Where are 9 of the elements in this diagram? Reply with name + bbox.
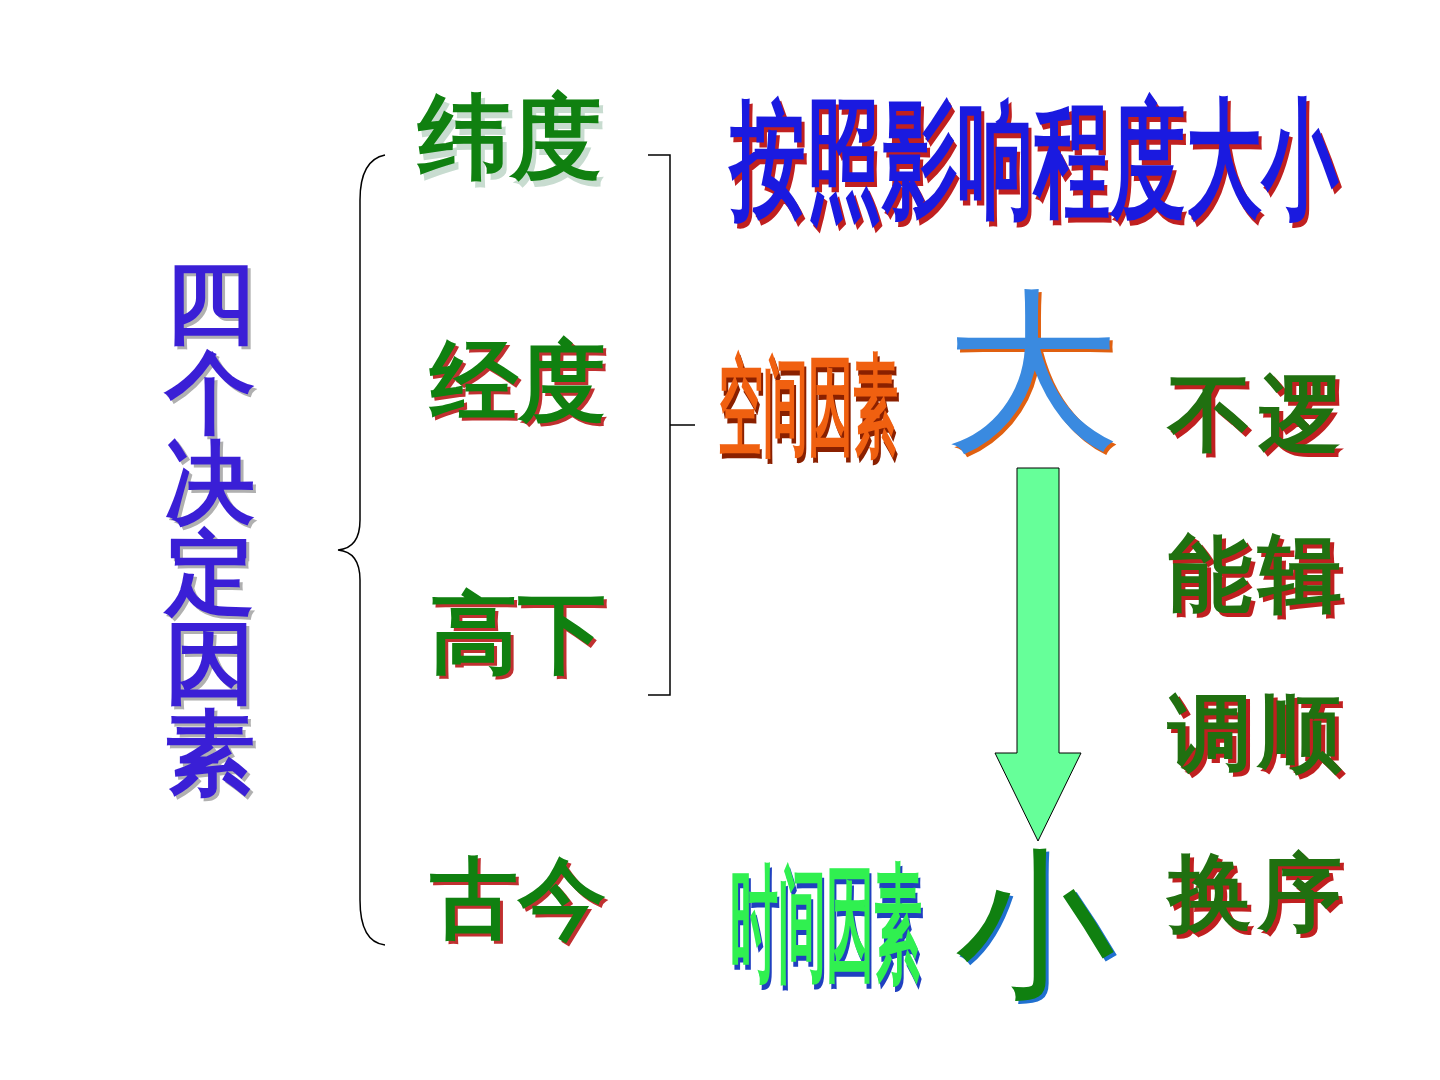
size-text: 小 xyxy=(955,845,1115,1005)
note-text: 逻辑顺序 xyxy=(1258,364,1342,944)
category-text: 空间因素 xyxy=(718,352,898,460)
block-arrow xyxy=(994,467,1082,842)
note-text: 不能调换 xyxy=(1168,364,1252,944)
size-text: 大 xyxy=(945,285,1120,460)
vertical-heading: 四个决定因素 xyxy=(165,258,255,798)
category-text: 时间因素 xyxy=(730,860,922,985)
item-text: 古今 xyxy=(430,855,606,943)
